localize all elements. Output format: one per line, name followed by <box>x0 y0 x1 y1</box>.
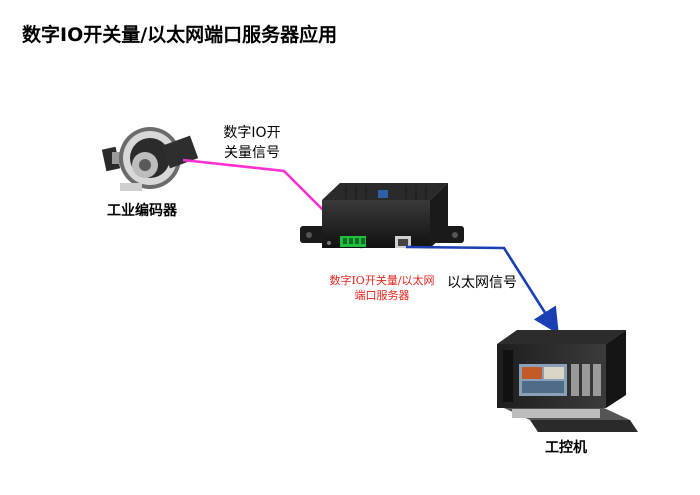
port-server-icon <box>300 183 464 248</box>
ethernet-connection <box>405 245 559 335</box>
ethernet-signal-label: 以太网信号 <box>447 275 517 291</box>
encoder-icon <box>101 127 199 191</box>
page-title: 数字IO开关量/以太网端口服务器应用 <box>22 24 338 46</box>
port-server-label: 数字IO开关量/以太网 端口服务器 <box>318 273 446 303</box>
port-server-label-line1: 数字IO开关量/以太网 <box>329 274 435 287</box>
encoder-label: 工业编码器 <box>107 203 177 219</box>
industrial-pc-label: 工控机 <box>545 440 587 456</box>
digital-io-label: 数字IO开 关量信号 <box>214 122 290 162</box>
port-server-label-line2: 端口服务器 <box>354 289 410 302</box>
digital-io-label-line1: 数字IO开 <box>223 125 281 141</box>
digital-io-label-line2: 关量信号 <box>224 145 280 161</box>
industrial-pc-icon <box>497 330 638 432</box>
